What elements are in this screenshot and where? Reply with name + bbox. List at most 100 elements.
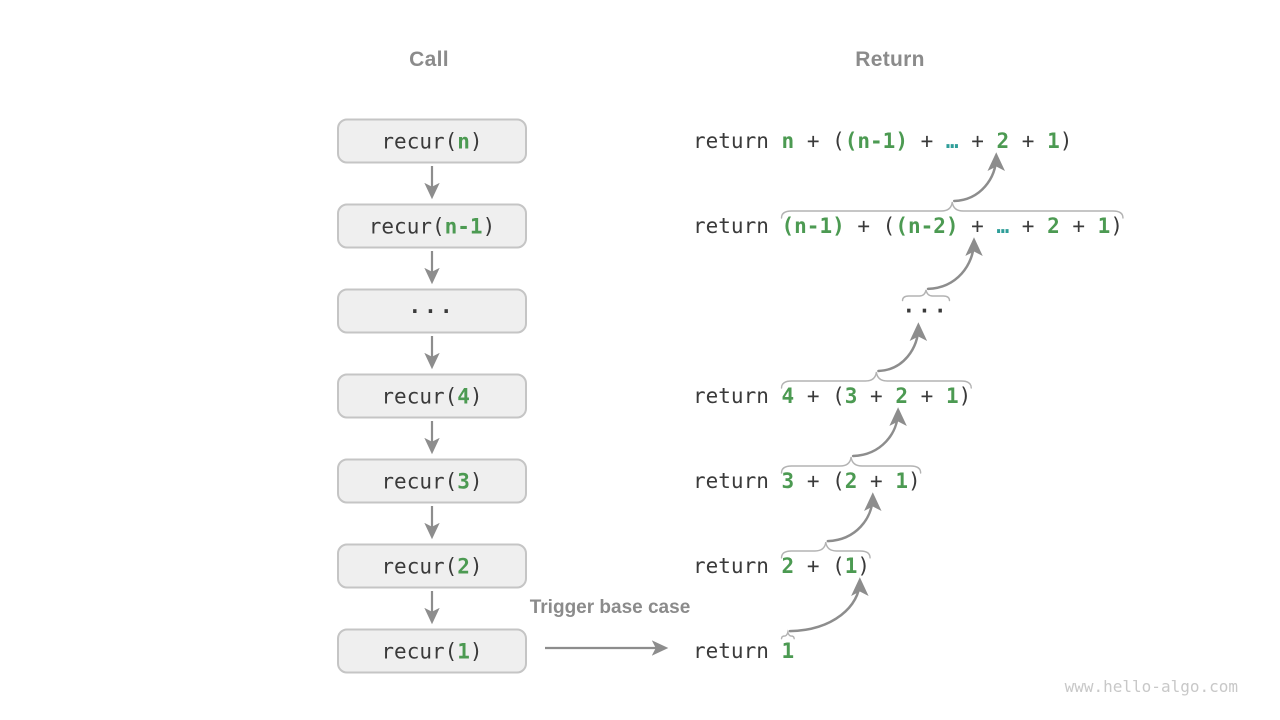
- code-token: 1: [945, 384, 959, 408]
- code-token: (n-2): [895, 214, 959, 238]
- code-token: 3: [844, 384, 858, 408]
- return-flow-arrow: [851, 407, 907, 458]
- code-token: 4: [457, 384, 470, 408]
- code-token: recur(: [381, 469, 458, 493]
- call-box-ellipsis: ···: [337, 288, 527, 334]
- code-token: 1: [781, 639, 795, 663]
- code-token: ): [857, 554, 871, 578]
- code-token: 1: [1047, 129, 1060, 153]
- code-token: +: [857, 469, 896, 493]
- code-token: ): [958, 384, 972, 408]
- return-column-header: Return: [855, 48, 925, 71]
- code-token: ): [482, 214, 496, 238]
- call-box-label: recur(n): [381, 129, 482, 153]
- code-token: +: [1009, 129, 1048, 153]
- code-token: 2: [996, 129, 1010, 153]
- code-token: + (: [794, 129, 845, 153]
- trigger-base-case-label: Trigger base case: [529, 597, 691, 618]
- code-token: 2: [844, 469, 858, 493]
- code-token: +: [1009, 214, 1048, 238]
- code-token: ): [469, 554, 483, 578]
- code-token: + (: [794, 554, 845, 578]
- code-token: + (: [844, 214, 896, 238]
- code-token: 2: [895, 384, 908, 408]
- return-flow-arrow: [877, 322, 928, 373]
- code-token: +: [958, 214, 997, 238]
- code-token: +: [958, 129, 997, 153]
- return-expression: 4 + (3 + 2 + 1): [782, 384, 972, 408]
- code-token: recur(: [368, 214, 445, 238]
- call-box: recur(n): [337, 118, 527, 164]
- call-box-label: recur(4): [381, 384, 482, 408]
- code-token: 3: [781, 469, 795, 493]
- code-token: 1: [895, 469, 908, 493]
- call-box: recur(2): [337, 543, 527, 589]
- code-token: ): [469, 639, 483, 663]
- code-token: ): [908, 469, 921, 493]
- code-token: return: [693, 469, 782, 493]
- return-flow-arrow: [926, 237, 983, 291]
- code-token: +: [907, 129, 946, 153]
- return-statement: return 1: [693, 639, 794, 663]
- return-statement: return 2 + (1): [693, 554, 870, 578]
- return-expression: (n-1) + ((n-2) + … + 2 + 1): [782, 214, 1123, 238]
- return-statement: return 4 + (3 + 2 + 1): [693, 384, 971, 408]
- return-expression: 1: [782, 639, 795, 663]
- code-token: return: [693, 384, 782, 408]
- return-statement: return (n-1) + ((n-2) + … + 2 + 1): [693, 214, 1123, 238]
- return-statement: return n + ((n-1) + … + 2 + 1): [693, 129, 1072, 153]
- code-token: (n-1): [844, 129, 908, 153]
- code-token: + (: [794, 469, 845, 493]
- call-box: recur(1): [337, 628, 527, 674]
- call-box: recur(n-1): [337, 203, 527, 249]
- return-statement: return 3 + (2 + 1): [693, 469, 921, 493]
- code-token: 1: [457, 639, 470, 663]
- code-token: +: [857, 384, 896, 408]
- code-token: ): [469, 129, 483, 153]
- return-expression: 3 + (2 + 1): [782, 469, 921, 493]
- code-token: +: [1059, 214, 1098, 238]
- code-token: ···: [408, 299, 456, 323]
- code-token: recur(: [381, 554, 458, 578]
- call-column-header: Call: [409, 48, 449, 71]
- code-token: recur(: [381, 639, 458, 663]
- code-token: ···: [902, 299, 950, 323]
- call-box-label: recur(1): [381, 639, 482, 663]
- watermark: www.hello-algo.com: [1064, 677, 1238, 696]
- code-token: 1: [844, 554, 858, 578]
- return-expression: ···: [903, 299, 950, 323]
- code-token: return: [693, 129, 782, 153]
- code-token: ): [469, 469, 483, 493]
- expression-brace: [780, 629, 795, 640]
- return-ellipsis: ···: [903, 299, 950, 323]
- code-token: ): [469, 384, 483, 408]
- code-token: ): [1059, 129, 1073, 153]
- code-token: return: [693, 214, 782, 238]
- code-token: n: [457, 129, 470, 153]
- code-token: recur(: [381, 384, 458, 408]
- return-flow-arrow: [952, 152, 1005, 203]
- return-expression: 2 + (1): [782, 554, 871, 578]
- call-box-label: recur(n-1): [369, 214, 495, 238]
- code-token: recur(: [381, 129, 458, 153]
- code-token: return: [693, 554, 782, 578]
- call-box-label: recur(2): [381, 554, 482, 578]
- return-flow-arrow: [788, 577, 869, 633]
- call-box-label: recur(3): [381, 469, 482, 493]
- code-token: n: [781, 129, 795, 153]
- return-flow-arrow: [826, 492, 882, 543]
- code-token: return: [693, 639, 782, 663]
- code-token: (n-1): [781, 214, 845, 238]
- code-token: + (: [794, 384, 845, 408]
- code-token: ): [1110, 214, 1123, 238]
- call-box: recur(3): [337, 458, 527, 504]
- call-box-label: ···: [409, 299, 456, 323]
- return-expression: n + ((n-1) + … + 2 + 1): [782, 129, 1073, 153]
- call-box: recur(4): [337, 373, 527, 419]
- code-token: 2: [1047, 214, 1060, 238]
- code-token: 3: [457, 469, 470, 493]
- code-token: …: [996, 214, 1010, 238]
- code-token: 1: [1097, 214, 1111, 238]
- code-token: …: [945, 129, 959, 153]
- code-token: 2: [457, 554, 470, 578]
